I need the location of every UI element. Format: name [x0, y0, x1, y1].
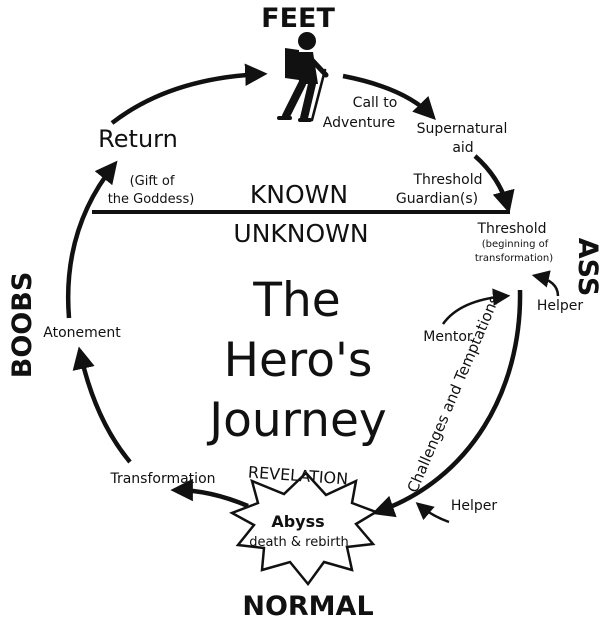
call-to-adventure-line-2: Adventure: [323, 115, 395, 131]
unknown-label: UNKNOWN: [233, 219, 368, 248]
arrow-helper-bottom: [415, 502, 450, 524]
arrow-threshold-to-abyss: [371, 289, 523, 518]
hiker-icon: [277, 32, 329, 122]
gift-line-2: the Goddess): [108, 192, 195, 207]
arrow-return-to-feet: [110, 63, 268, 125]
arrow-call-to-aid: [342, 73, 436, 121]
arrow-mentor: [441, 288, 511, 325]
helper-bottom-label: Helper: [451, 498, 498, 514]
threshold-sub-line-2: transformation): [475, 253, 553, 264]
arrow-abyss-to-transformation: [170, 478, 249, 509]
arrow-atonement-to-return: [65, 160, 118, 319]
starburst-icon: [229, 471, 379, 587]
threshold-guardians-line-2: Guardian(s): [396, 191, 478, 207]
helper-top-label: Helper: [537, 298, 584, 314]
call-to-adventure-line-1: Call to: [353, 95, 398, 111]
arrow-transformation-to-atonement: [72, 346, 132, 464]
cycle-arrows: [65, 63, 523, 518]
label-top: FEET: [261, 3, 335, 34]
helper-arrows: [415, 270, 560, 524]
threshold-guardians-line-1: Threshold: [413, 172, 483, 188]
label-right: ASS: [572, 238, 603, 297]
arrow-helper-top: [531, 270, 560, 297]
abyss-sub-label: death & rebirth: [249, 535, 349, 550]
threshold-sub-line-1: (beginning of: [482, 239, 549, 250]
title-line-3: Journey: [206, 393, 386, 448]
threshold-label: Threshold: [477, 221, 547, 237]
return-label: Return: [98, 125, 178, 153]
mentor-label: Mentor: [423, 329, 473, 345]
abyss-label: Abyss: [271, 512, 324, 531]
center-title: The Hero's Journey: [206, 273, 386, 448]
title-line-1: The: [252, 273, 340, 328]
transformation-label: Transformation: [109, 471, 215, 487]
gift-line-1: (Gift of: [130, 174, 175, 189]
label-left: BOOBS: [7, 272, 38, 379]
label-bottom: NORMAL: [242, 591, 373, 620]
atonement-label: Atonement: [43, 325, 121, 341]
supernatural-aid-line-2: aid: [452, 140, 473, 156]
title-line-2: Hero's: [224, 333, 373, 388]
known-label: KNOWN: [250, 180, 348, 209]
supernatural-aid-line-1: Supernatural: [417, 121, 508, 137]
arrow-aid-to-threshold: [473, 154, 515, 214]
